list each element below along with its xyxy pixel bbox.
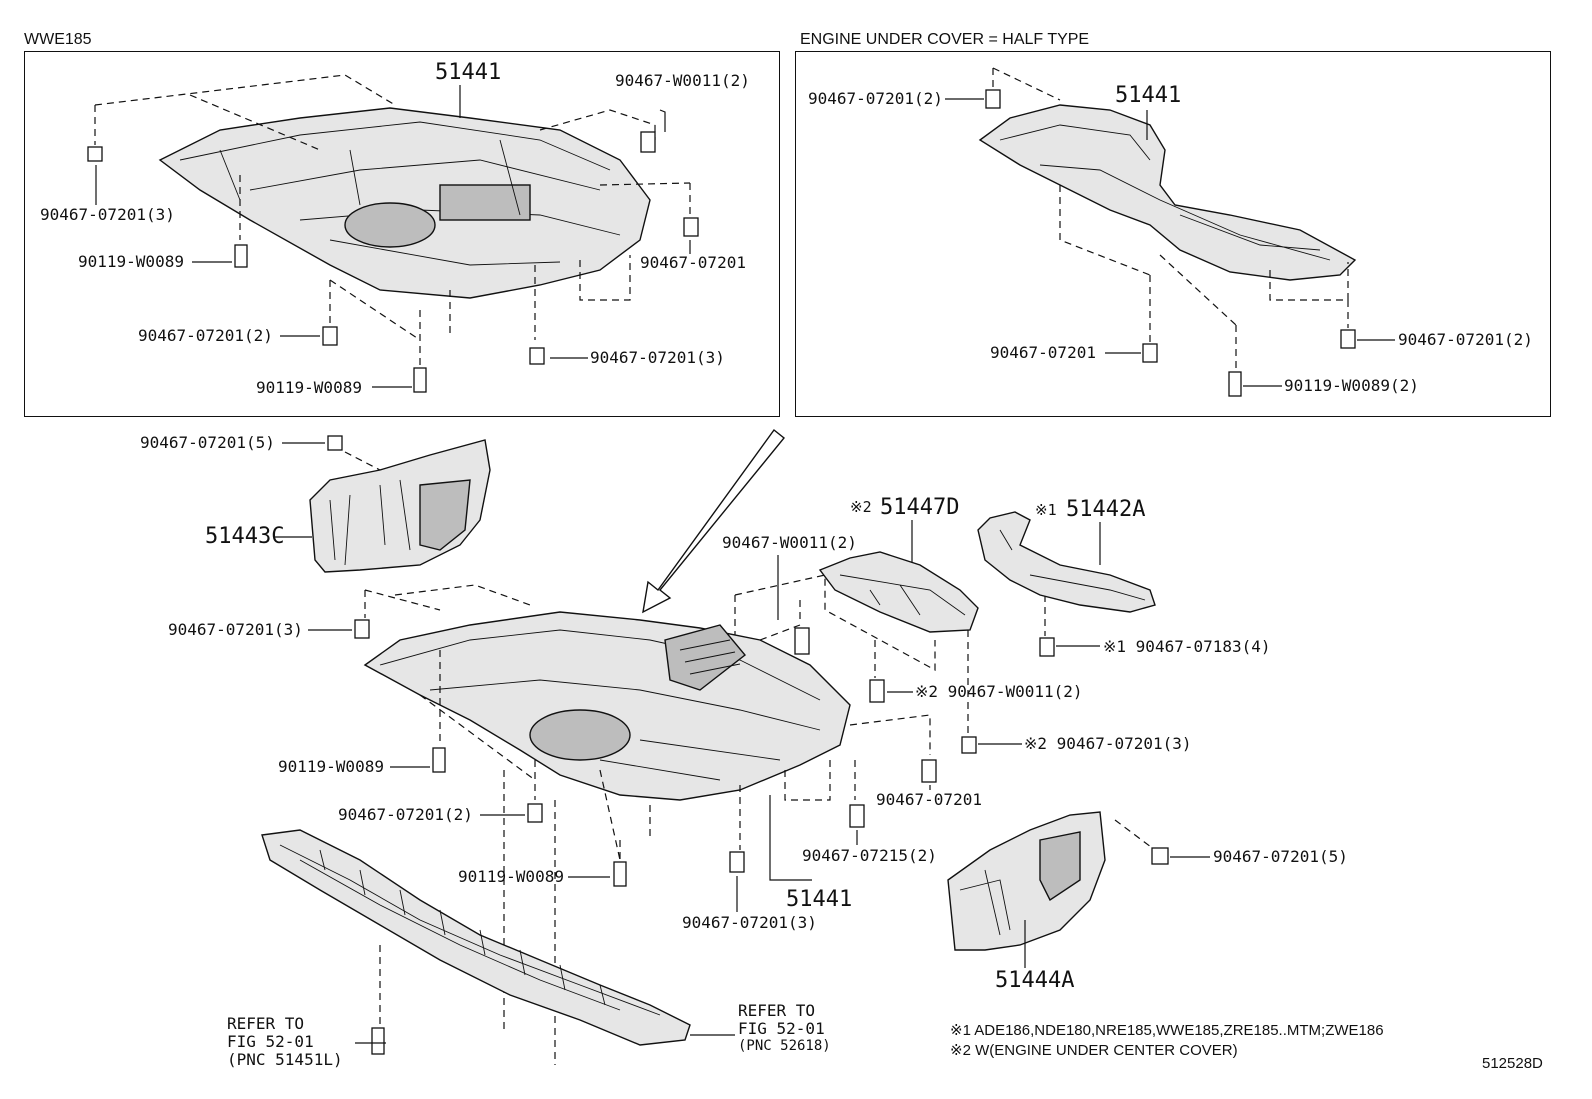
cover-51443C-shape [309,439,491,573]
part-51447D-mark: ※2 [850,498,872,516]
callout-clip-bottom-left: 90467-07201(2) [338,805,473,824]
left-callout-clip-left: 90467-07201(3) [40,205,175,224]
note-2: ※2 W(ENGINE UNDER CENTER COVER) [950,1042,1238,1059]
right-callout-clip-mid: 90467-07201 [990,343,1096,362]
right-callout-clip-top: 90467-07201(2) [808,89,943,108]
left-callout-clip-bottom-right: 90467-07201(3) [590,348,725,367]
cover-51444A-shape [947,811,1106,951]
cover-51447D-shape [818,551,979,633]
right-panel-frame [795,51,1551,417]
lower-bumper-reinforcement-shape [261,829,691,1046]
part-51441-main: 51441 [786,887,853,912]
part-51444A: 51444A [995,968,1075,993]
left-panel-part-51441: 51441 [435,60,502,85]
callout-clip-top-left: 90467-07201(5) [140,433,275,452]
callout-clip-center-top: 90467-W0011(2) [722,533,857,552]
refer-right-line1: REFER TO [738,1001,816,1020]
main-fasteners [354,619,1169,1055]
refer-left-line2: FIG 52-01 [227,1032,314,1051]
refer-left: REFER TO FIG 52-01 (PNC 51451L) [227,1016,343,1068]
refer-right-line3: (PNC 52618) [738,1038,831,1054]
left-callout-clip-right: 90467-07201 [640,253,746,272]
figure-code: 512528D [1482,1055,1543,1072]
refer-right: REFER TO FIG 52-01 (PNC 52618) [738,1001,831,1054]
callout-clip-center: 90467-07201 [876,790,982,809]
left-panel-leaders [95,85,691,388]
right-callout-bolt-bottom: 90119-W0089(2) [1284,376,1419,395]
refer-left-line3: (PNC 51451L) [227,1050,343,1069]
right-panel-fasteners [985,89,1356,397]
part-51442A-mark: ※1 [1035,501,1057,519]
refer-right-line2: FIG 52-01 [738,1019,825,1038]
left-callout-bolt-bottom: 90119-W0089 [256,378,362,397]
callout-clip-right-top: ※1 90467-07183(4) [1103,637,1271,656]
left-panel-dashes [94,74,691,365]
right-panel-part-51441: 51441 [1115,83,1182,108]
main-under-cover-shape [363,611,851,801]
direction-arrow [642,428,785,614]
left-panel-fasteners [87,131,699,393]
callout-clip-right-bottom: 90467-07201(5) [1213,847,1348,866]
left-callout-bolt-left: 90119-W0089 [78,252,184,271]
note-1: ※1 ADE186,NDE180,NRE185,WWE185,ZRE185..M… [950,1022,1384,1039]
right-panel-dashes [992,67,1349,368]
part-51447D: 51447D [880,495,960,520]
part-51442A: 51442A [1066,497,1146,522]
part-51443C: 51443C [205,524,285,549]
left-panel-under-cover [158,107,651,299]
right-panel-under-cover [978,104,1357,281]
left-panel-header: WWE185 [24,31,92,48]
callout-bolt-bottom: 90119-W0089 [458,867,564,886]
callout-clip-left: 90467-07201(3) [168,620,303,639]
left-callout-clip-top-right: 90467-W0011(2) [615,71,750,90]
cover-51442A-shape [977,511,1156,613]
right-panel-header: ENGINE UNDER COVER = HALF TYPE [800,31,1090,48]
left-callout-clip-bottom-left: 90467-07201(2) [138,326,273,345]
callout-clip-center-bottom: 90467-07215(2) [802,846,937,865]
callout-bolt-left: 90119-W0089 [278,757,384,776]
right-panel-leaders [945,98,1395,387]
refer-left-line1: REFER TO [227,1014,305,1033]
callout-clip-center-right: ※2 90467-W0011(2) [915,682,1083,701]
left-panel-frame [24,51,780,417]
right-callout-clip-right: 90467-07201(2) [1398,330,1533,349]
callout-clip-center-right2: ※2 90467-07201(3) [1024,734,1192,753]
callout-clip-bottom-center: 90467-07201(3) [682,913,817,932]
